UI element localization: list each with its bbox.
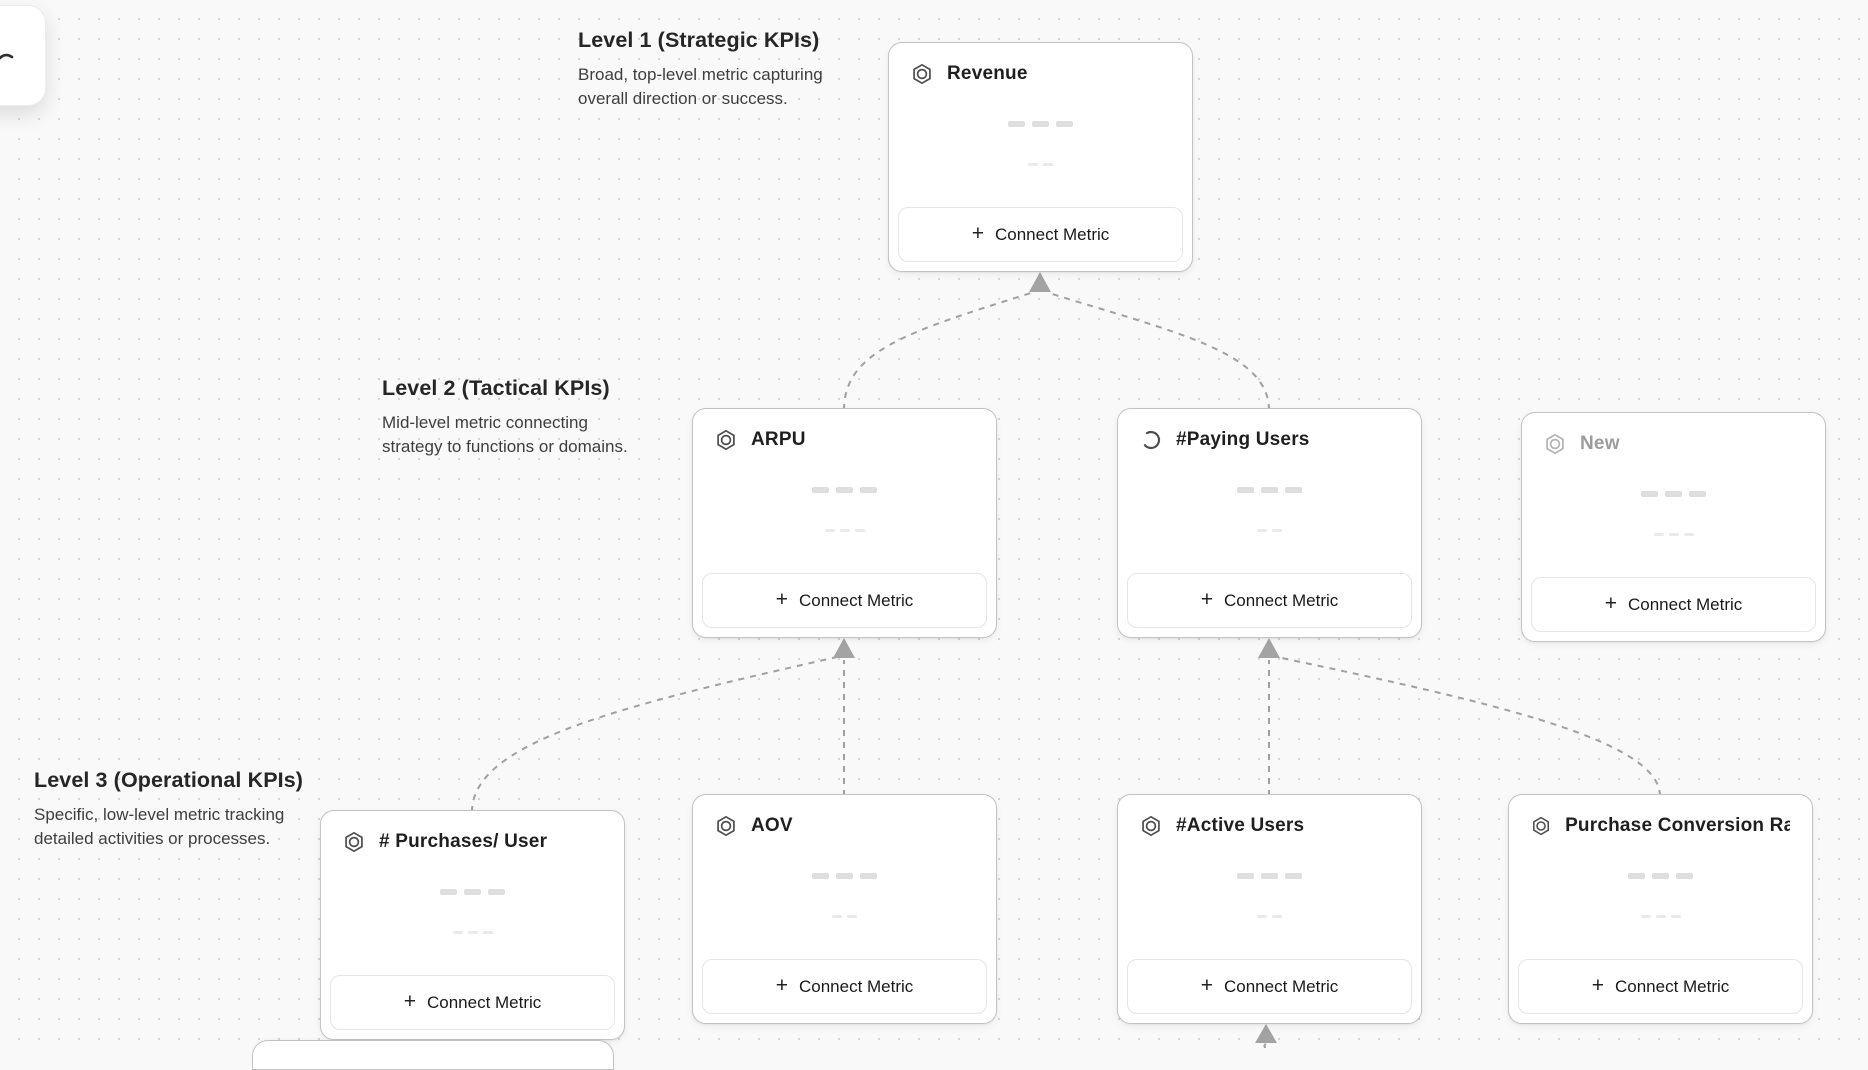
connect-metric-button[interactable]: + Connect Metric [330, 975, 615, 1030]
connect-metric-label: Connect Metric [798, 590, 914, 610]
plus-icon: + [971, 222, 984, 245]
metric-hexagon-icon [913, 63, 931, 85]
card-header: ARPU [693, 409, 996, 451]
skeleton-placeholder [1118, 915, 1421, 918]
metric-card-purchase-conversion-rate[interactable]: Purchase Conversion Rate + Connect Metri… [1508, 794, 1813, 1024]
metric-hexagon-icon [1533, 816, 1550, 836]
skeleton-placeholder [1118, 873, 1421, 879]
card-title: Revenue [947, 63, 1028, 84]
card-header: #Paying Users [1118, 409, 1421, 451]
arrowhead-activeusers [1255, 1024, 1277, 1043]
skeleton-placeholder [693, 873, 996, 879]
connect-metric-label: Connect Metric [1223, 590, 1339, 610]
skeleton-placeholder [889, 163, 1192, 166]
connect-metric-label: Connect Metric [798, 976, 914, 996]
skeleton-placeholder [1118, 487, 1421, 493]
skeleton-placeholder [1118, 529, 1421, 532]
connect-metric-label: Connect Metric [1627, 594, 1743, 614]
edge-purchases-to-arpu [471, 656, 838, 813]
card-header: Revenue [889, 43, 1192, 85]
arrowhead-arpu [833, 638, 855, 658]
level-2-label: Level 2 (Tactical KPIs) Mid-level metric… [382, 376, 628, 459]
metric-hexagon-icon [717, 429, 735, 451]
connect-metric-button[interactable]: + Connect Metric [1531, 577, 1816, 632]
card-header: New [1522, 413, 1825, 455]
skeleton-placeholder [693, 487, 996, 493]
edge-offscreen-to-activeusers [1263, 1043, 1267, 1048]
level-3-title: Level 3 (Operational KPIs) [34, 768, 304, 792]
metric-card-paying-users[interactable]: #Paying Users + Connect Metric [1117, 408, 1422, 638]
connect-metric-label: Connect Metric [994, 224, 1110, 244]
metric-card-aov[interactable]: AOV + Connect Metric [692, 794, 997, 1024]
cursor-tool-icon [0, 53, 14, 60]
metric-card-active-users[interactable]: #Active Users + Connect Metric [1117, 794, 1422, 1024]
connect-metric-button[interactable]: + Connect Metric [1127, 573, 1412, 628]
metric-card-partial-bottom[interactable] [252, 1040, 614, 1070]
card-title: #Paying Users [1176, 429, 1310, 450]
card-header: #Active Users [1118, 795, 1421, 837]
metric-card-purchases-per-user[interactable]: # Purchases/ User + Connect Metric [320, 810, 625, 1040]
card-title: AOV [751, 815, 793, 836]
connect-metric-button[interactable]: + Connect Metric [702, 573, 987, 628]
card-header: Purchase Conversion Rate [1509, 795, 1812, 837]
skeleton-placeholder [693, 529, 996, 532]
card-title: ARPU [751, 429, 806, 450]
spinner-icon [1141, 430, 1161, 450]
plus-icon: + [403, 990, 416, 1013]
arrowhead-payingusers [1258, 638, 1280, 658]
metric-hexagon-icon [717, 815, 735, 837]
plus-icon: + [775, 588, 788, 611]
skeleton-placeholder [1522, 533, 1825, 536]
toolbar-panel-fragment[interactable] [0, 5, 46, 106]
card-title: # Purchases/ User [379, 831, 548, 852]
skeleton-placeholder [321, 931, 624, 934]
edge-arpu-to-revenue [843, 292, 1032, 411]
edge-payingusers-to-revenue [1048, 292, 1270, 411]
connect-metric-button[interactable]: + Connect Metric [1518, 959, 1803, 1014]
metric-card-arpu[interactable]: ARPU + Connect Metric [692, 408, 997, 638]
skeleton-placeholder [1509, 915, 1812, 918]
connect-metric-button[interactable]: + Connect Metric [898, 207, 1183, 262]
card-title: New [1580, 433, 1620, 454]
edge-pcr-to-payingusers [1276, 656, 1661, 797]
skeleton-placeholder [321, 889, 624, 895]
card-header: AOV [693, 795, 996, 837]
connect-metric-button[interactable]: + Connect Metric [1127, 959, 1412, 1014]
level-3-label: Level 3 (Operational KPIs) Specific, low… [34, 768, 303, 851]
plus-icon: + [1200, 588, 1213, 611]
metric-card-new[interactable]: New + Connect Metric [1521, 412, 1826, 642]
skeleton-placeholder [1522, 491, 1825, 497]
skeleton-placeholder [1509, 873, 1812, 879]
metric-hexagon-icon [1546, 433, 1564, 455]
plus-icon: + [1591, 974, 1604, 997]
connect-metric-label: Connect Metric [426, 992, 542, 1012]
level-1-title: Level 1 (Strategic KPIs) [578, 28, 820, 52]
level-2-title: Level 2 (Tactical KPIs) [382, 376, 610, 400]
metric-hexagon-icon [1142, 815, 1160, 837]
connect-metric-label: Connect Metric [1223, 976, 1339, 996]
plus-icon: + [1604, 592, 1617, 615]
card-title: Purchase Conversion Rate [1565, 815, 1790, 836]
plus-icon: + [1200, 974, 1213, 997]
skeleton-placeholder [693, 915, 996, 918]
card-header: # Purchases/ User [321, 811, 624, 853]
metric-hexagon-icon [345, 831, 363, 853]
plus-icon: + [775, 974, 788, 997]
skeleton-placeholder [889, 121, 1192, 127]
arrowhead-revenue [1029, 272, 1051, 292]
card-title: #Active Users [1176, 815, 1305, 836]
level-1-label: Level 1 (Strategic KPIs) Broad, top-leve… [578, 28, 823, 111]
connect-metric-button[interactable]: + Connect Metric [702, 959, 987, 1014]
metric-card-revenue[interactable]: Revenue + Connect Metric [888, 42, 1193, 272]
connect-metric-label: Connect Metric [1614, 976, 1730, 996]
